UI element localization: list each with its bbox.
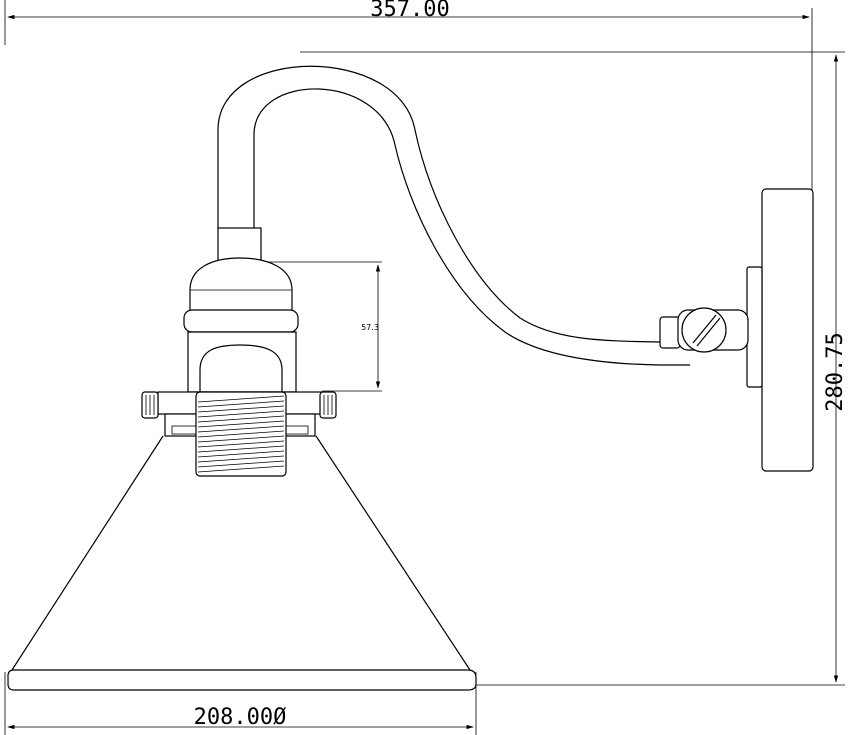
overall-height-label: 280.75 bbox=[823, 332, 848, 411]
overall-width-dimension: 357.00 bbox=[4, 0, 813, 190]
swivel-knuckle bbox=[677, 307, 749, 353]
threaded-socket bbox=[195, 391, 287, 477]
conical-shade bbox=[7, 435, 477, 691]
shade-diameter-dimension: 208.00Ø bbox=[4, 672, 477, 735]
gooseneck-arm bbox=[217, 65, 690, 366]
overall-height-dimension: 280.75 bbox=[300, 51, 848, 686]
socket-height-label: 57.3 bbox=[361, 323, 379, 332]
wall-back-plate bbox=[746, 188, 814, 472]
overall-width-label: 357.00 bbox=[370, 0, 449, 22]
shade-diameter-label: 208.00Ø bbox=[194, 705, 287, 730]
socket-height-dimension: 57.3 bbox=[262, 261, 382, 392]
